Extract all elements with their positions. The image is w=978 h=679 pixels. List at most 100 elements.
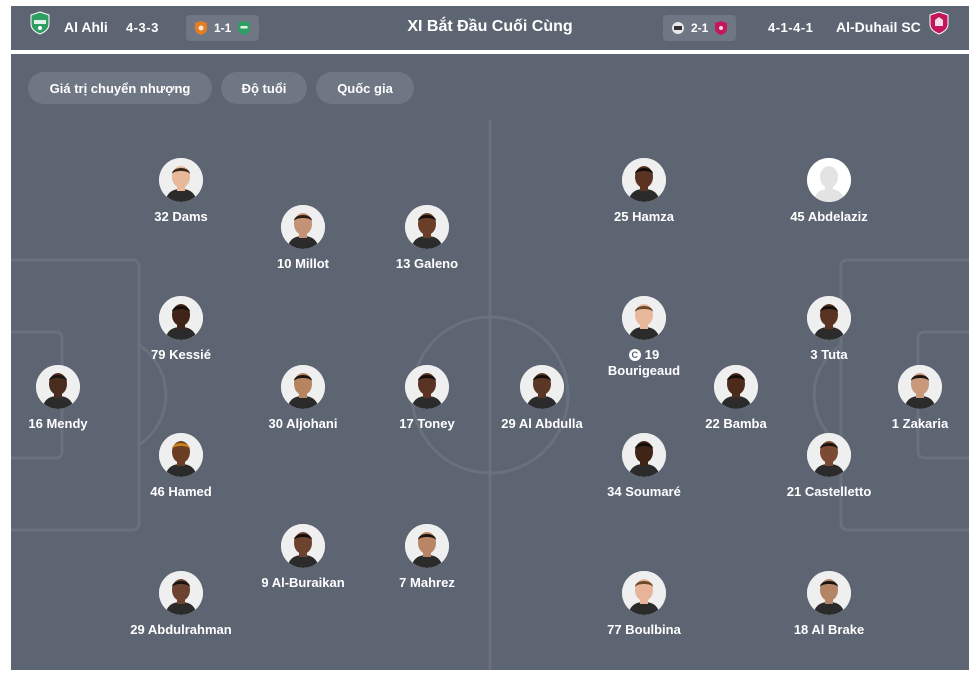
opponent-crest-icon <box>195 21 207 35</box>
player-name: Hamza <box>632 209 674 224</box>
player-photo <box>622 158 666 202</box>
player-card-home-aljohani[interactable]: 30 Aljohani <box>228 365 378 432</box>
player-photo <box>159 433 203 477</box>
player-card-home-millot[interactable]: 10 Millot <box>228 205 378 272</box>
home-team-name[interactable]: Al Ahli <box>64 19 108 35</box>
home-form-score: 1-1 <box>214 21 232 35</box>
player-face-icon <box>36 365 80 409</box>
player-name: Boulbina <box>625 622 681 637</box>
player-number: 10 <box>276 256 292 271</box>
player-photo <box>405 524 449 568</box>
player-card-home-hamed[interactable]: 46 Hamed <box>106 433 256 500</box>
lineup-title: XI Bắt Đầu Cuối Cùng <box>407 18 573 35</box>
player-name: Al-Buraikan <box>271 575 345 590</box>
player-card-home-mahrez[interactable]: 7 Mahrez <box>352 524 502 591</box>
filter-nationality-button[interactable]: Quốc gia <box>316 72 414 104</box>
filter-toolbar: Giá trị chuyển nhượng Độ tuổi Quốc gia <box>11 54 969 120</box>
player-number: 7 <box>399 575 407 590</box>
away-form-pill[interactable]: 2-1 <box>663 15 737 41</box>
player-card-away-bamba[interactable]: 22 Bamba <box>661 365 811 432</box>
player-photo <box>281 205 325 249</box>
home-formation: 4-3-3 <box>126 20 159 35</box>
player-card-home-al-buraikan[interactable]: 9 Al-Buraikan <box>228 524 378 591</box>
player-photo <box>520 365 564 409</box>
player-photo <box>807 571 851 615</box>
player-number: 46 <box>150 484 165 499</box>
player-card-away-abdelaziz[interactable]: 45 Abdelaziz <box>754 158 904 225</box>
player-name: Tuta <box>821 347 848 362</box>
lineup-header: Al Ahli 4-3-3 1-1 XI Bắt Đầu Cuối Cùng 2… <box>11 6 969 50</box>
player-number: 79 <box>150 347 166 362</box>
player-card-home-toney[interactable]: 17 Toney <box>352 365 502 432</box>
player-number: 9 <box>261 575 269 590</box>
player-name: Galeno <box>414 256 459 271</box>
player-card-home-galeno[interactable]: 13 Galeno <box>352 205 502 272</box>
player-name: Millot <box>295 256 330 271</box>
pitch: 16 Mendy 32 Dams 79 Kessié 46 Hamed 29 A… <box>11 120 969 670</box>
player-face-icon <box>622 296 666 340</box>
player-face-icon <box>622 158 666 202</box>
player-card-away-soumare[interactable]: 34 Soumaré <box>569 433 719 500</box>
away-team-name[interactable]: Al-Duhail SC <box>836 19 921 35</box>
player-face-icon <box>807 433 851 477</box>
player-face-icon <box>281 205 325 249</box>
player-card-home-dams[interactable]: 32 Dams <box>106 158 256 225</box>
player-card-away-al-abdulla[interactable]: 29 Al Abdulla <box>467 365 617 432</box>
player-number: 13 <box>395 256 411 271</box>
player-card-away-boulbina[interactable]: 77 Boulbina <box>569 571 719 638</box>
player-face-icon <box>159 433 203 477</box>
player-face-icon <box>622 433 666 477</box>
player-photo <box>281 524 325 568</box>
player-card-away-castelletto[interactable]: 21 Castelletto <box>754 433 904 500</box>
player-face-icon <box>159 296 203 340</box>
player-face-icon <box>281 524 325 568</box>
away-crest-icon <box>928 11 950 35</box>
player-photo <box>405 365 449 409</box>
player-number: 1 <box>891 416 900 431</box>
player-number: 45 <box>790 209 805 224</box>
player-photo <box>898 365 942 409</box>
player-name: Bamba <box>723 416 767 431</box>
player-number: 18 <box>793 622 809 637</box>
player-photo <box>714 365 758 409</box>
player-name: Hamed <box>168 484 212 499</box>
home-crest-icon <box>29 11 51 35</box>
away-form-score: 2-1 <box>691 21 709 35</box>
away-formation: 4-1-4-1 <box>768 20 814 35</box>
player-number: 77 <box>607 622 622 637</box>
player-card-home-mendy[interactable]: 16 Mendy <box>11 365 133 432</box>
player-name: Dams <box>172 209 208 224</box>
player-photo <box>405 205 449 249</box>
player-photo-placeholder <box>807 158 851 202</box>
player-photo <box>622 296 666 340</box>
player-card-away-al-brake[interactable]: 18 Al Brake <box>754 571 904 638</box>
player-card-home-kessie[interactable]: 79 Kessié <box>106 296 256 363</box>
player-face-icon <box>405 524 449 568</box>
player-face-icon <box>714 365 758 409</box>
player-number: 29 <box>130 622 145 637</box>
filter-market-value-button[interactable]: Giá trị chuyển nhượng <box>28 72 212 104</box>
player-photo <box>622 571 666 615</box>
player-photo <box>159 571 203 615</box>
player-number: 32 <box>154 209 169 224</box>
player-card-away-tuta[interactable]: 3 Tuta <box>754 296 904 363</box>
player-name: Castelletto <box>804 484 872 499</box>
player-name: Al Abdulla <box>518 416 583 431</box>
opponent-crest-icon <box>672 22 684 34</box>
home-form-pill[interactable]: 1-1 <box>186 15 260 41</box>
player-face-icon <box>159 158 203 202</box>
person-placeholder-icon <box>807 158 851 202</box>
captain-icon: C <box>628 349 641 361</box>
player-photo <box>807 433 851 477</box>
filter-age-button[interactable]: Độ tuổi <box>221 72 307 104</box>
player-face-icon <box>159 571 203 615</box>
player-face-icon <box>622 571 666 615</box>
player-name: Aljohani <box>286 416 338 431</box>
player-name: Mendy <box>46 416 88 431</box>
player-card-away-zakaria[interactable]: 1 Zakaria <box>845 365 969 432</box>
al-duhail-mini-crest-icon <box>715 21 728 35</box>
player-card-away-hamza[interactable]: 25 Hamza <box>569 158 719 225</box>
player-photo <box>281 365 325 409</box>
player-card-home-abdulrahman[interactable]: 29 Abdulrahman <box>106 571 256 638</box>
